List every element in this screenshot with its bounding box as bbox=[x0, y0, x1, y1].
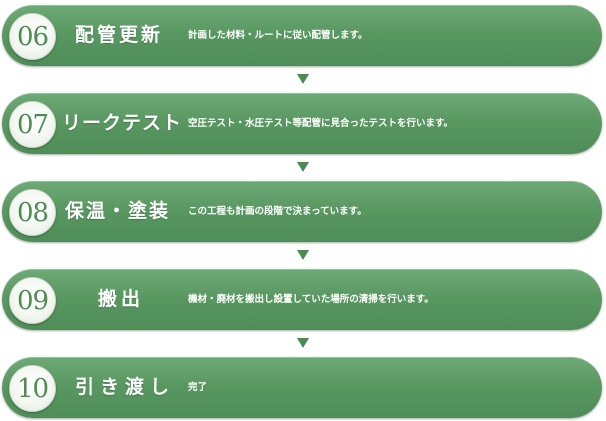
step-07: 07 リークテスト 空圧テスト・水圧テスト等配管に見合ったテストを行います。 bbox=[2, 93, 602, 154]
down-arrow-icon bbox=[297, 250, 309, 260]
step-number: 06 bbox=[16, 21, 49, 52]
step-title: リークテスト bbox=[62, 112, 183, 134]
step-title: 搬出 bbox=[98, 288, 145, 310]
step-description: 機材・廃材を搬出し設置していた場所の清掃を行います。 bbox=[188, 294, 434, 305]
step-number-badge: 08 bbox=[9, 189, 56, 236]
down-arrow-icon bbox=[297, 162, 309, 172]
step-description: 完了 bbox=[188, 382, 208, 393]
step-number: 10 bbox=[16, 373, 49, 404]
step-number-badge: 10 bbox=[9, 365, 56, 412]
step-number: 07 bbox=[16, 109, 49, 140]
step-06: 06 配管更新 計画した材料・ルートに従い配管します。 bbox=[2, 5, 602, 66]
down-arrow-icon bbox=[297, 338, 309, 348]
step-title: 引き渡し bbox=[75, 376, 176, 398]
step-10: 10 引き渡し 完了 bbox=[2, 357, 602, 418]
step-08: 08 保温・塗装 この工程も計画の段階で決まっています。 bbox=[2, 181, 602, 242]
step-number-badge: 07 bbox=[9, 101, 56, 148]
step-number: 08 bbox=[16, 197, 49, 228]
step-title: 配管更新 bbox=[75, 24, 164, 46]
step-description: この工程も計画の段階で決まっています。 bbox=[188, 206, 367, 217]
step-number: 09 bbox=[16, 285, 49, 316]
step-description: 空圧テスト・水圧テスト等配管に見合ったテストを行います。 bbox=[188, 118, 454, 129]
step-number-badge: 06 bbox=[9, 13, 56, 60]
step-09: 09 搬出 機材・廃材を搬出し設置していた場所の清掃を行います。 bbox=[2, 269, 602, 330]
step-title: 保温・塗装 bbox=[65, 200, 171, 222]
step-number-badge: 09 bbox=[9, 277, 56, 324]
down-arrow-icon bbox=[297, 74, 309, 84]
step-description: 計画した材料・ルートに従い配管します。 bbox=[188, 30, 368, 41]
